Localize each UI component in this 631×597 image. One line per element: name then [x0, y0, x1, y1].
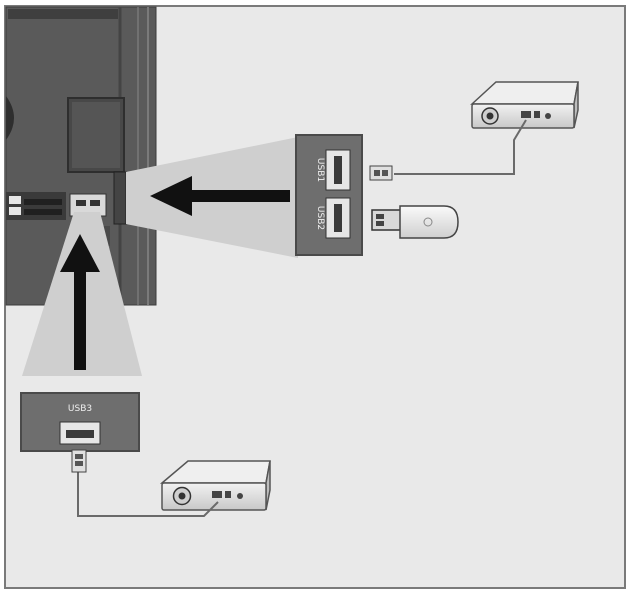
arrow-left — [150, 176, 290, 216]
usb1-label: USB1 — [315, 158, 325, 182]
side-usb-panel: USB1 USB2 — [295, 134, 363, 256]
external-hard-drive-icon — [159, 460, 271, 511]
usb-plug-icon — [71, 449, 87, 473]
usb3-label: USB3 — [68, 404, 92, 414]
external-hard-drive-icon — [470, 81, 579, 129]
drive-cable-bottom — [77, 472, 219, 517]
tv-rear-panel — [5, 6, 157, 306]
usb2-label: USB2 — [315, 206, 325, 230]
usb-flash-drive-icon — [371, 205, 459, 239]
bottom-usb-panel: USB3 — [20, 392, 140, 452]
arrow-up — [60, 234, 100, 370]
drive-cable-top — [394, 119, 527, 175]
usb-plug-icon — [369, 165, 393, 181]
